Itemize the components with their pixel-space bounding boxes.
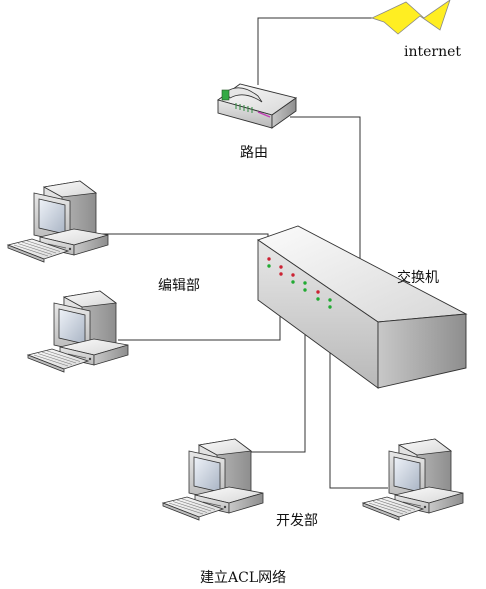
link-router-switch — [290, 116, 361, 300]
link-pc1-switch — [97, 233, 269, 252]
router-label: 路由 — [240, 145, 268, 161]
diagram-caption: 建立ACL网络 — [200, 570, 287, 586]
switch-label: 交换机 — [397, 270, 439, 286]
internet-label: internet — [404, 44, 462, 60]
computer-icon-editorial-1 — [7, 180, 109, 263]
dev-dept-label: 开发部 — [276, 513, 318, 529]
computer-icon-editorial-2 — [27, 290, 129, 373]
computer-icon-dev-2 — [362, 438, 464, 521]
switch-icon — [257, 225, 468, 389]
editorial-dept-label: 编辑部 — [158, 278, 200, 294]
link-pc4-switch — [329, 300, 388, 489]
link-router-internet — [257, 17, 380, 85]
status-leds — [267, 257, 332, 309]
computer-icon-dev-1 — [162, 438, 264, 521]
lightning-icon — [370, 0, 451, 35]
router-icon — [216, 83, 298, 129]
